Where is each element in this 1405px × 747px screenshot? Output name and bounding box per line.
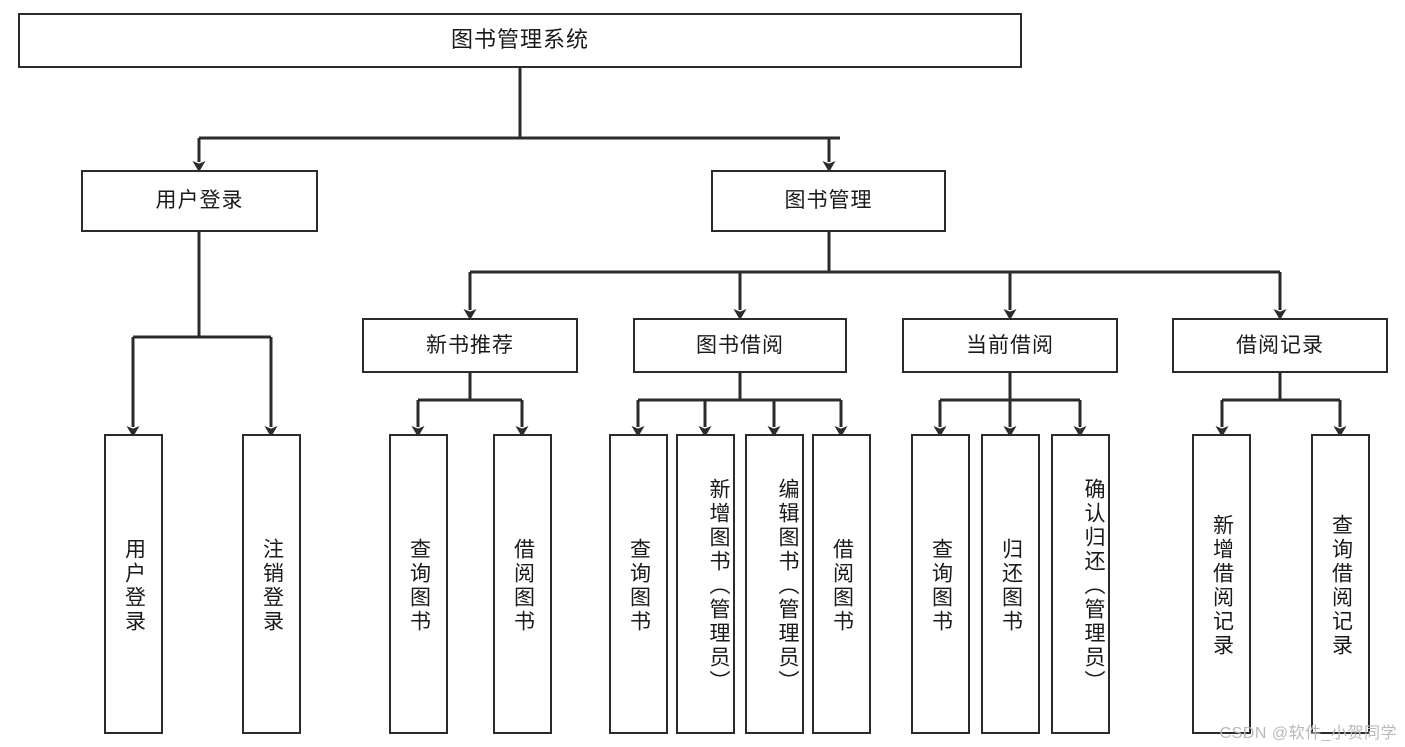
node-label: 当前借阅 (966, 333, 1054, 357)
node-label: 编辑图书（管理员） (776, 478, 799, 694)
node-book-manage[interactable]: 图书管理 (711, 170, 946, 232)
node-label: 图书管理系统 (450, 27, 589, 53)
leaf-confirm-return[interactable]: 确认归还（管理员） (1051, 434, 1110, 734)
node-label: 新增借阅记录 (1210, 514, 1234, 658)
csdn-watermark: CSDN @软件_小贺同学 (1219, 725, 1397, 742)
node-borrow-record[interactable]: 借阅记录 (1172, 318, 1388, 373)
node-user-login[interactable]: 用户登录 (81, 170, 318, 232)
node-label: 查询图书 (929, 538, 953, 634)
node-label: 用户登录 (122, 538, 146, 634)
leaf-return-book[interactable]: 归还图书 (981, 434, 1040, 734)
node-new-book-rec[interactable]: 新书推荐 (362, 318, 578, 373)
leaf-user-login[interactable]: 用户登录 (104, 434, 163, 734)
node-root-system[interactable]: 图书管理系统 (18, 13, 1022, 68)
leaf-query-book-2[interactable]: 查询图书 (609, 434, 668, 734)
node-label: 注销登录 (260, 538, 284, 634)
leaf-edit-book[interactable]: 编辑图书（管理员） (745, 434, 804, 734)
leaf-query-book-3[interactable]: 查询图书 (911, 434, 970, 734)
node-label: 查询借阅记录 (1329, 514, 1353, 658)
leaf-borrow-book-2[interactable]: 借阅图书 (812, 434, 871, 734)
node-label: 查询图书 (407, 538, 431, 634)
node-label: 借阅图书 (830, 538, 854, 634)
leaf-add-book[interactable]: 新增图书（管理员） (676, 434, 735, 734)
node-label: 图书管理 (784, 189, 873, 213)
node-book-borrow[interactable]: 图书借阅 (633, 318, 847, 373)
leaf-add-record[interactable]: 新增借阅记录 (1192, 434, 1251, 734)
node-label: 图书借阅 (696, 333, 784, 357)
node-label: 新书推荐 (426, 333, 514, 357)
node-label: 新增图书（管理员） (707, 478, 730, 694)
leaf-query-book-1[interactable]: 查询图书 (389, 434, 448, 734)
node-label: 借阅图书 (511, 538, 535, 634)
leaf-borrow-book-1[interactable]: 借阅图书 (493, 434, 552, 734)
node-current-borrow[interactable]: 当前借阅 (902, 318, 1118, 373)
leaf-query-record[interactable]: 查询借阅记录 (1311, 434, 1370, 734)
node-label: 借阅记录 (1236, 333, 1324, 357)
node-label: 归还图书 (999, 538, 1023, 634)
node-label: 用户登录 (155, 189, 244, 213)
node-label: 确认归还（管理员） (1082, 478, 1105, 694)
node-label: 查询图书 (627, 538, 651, 634)
leaf-logout[interactable]: 注销登录 (242, 434, 301, 734)
